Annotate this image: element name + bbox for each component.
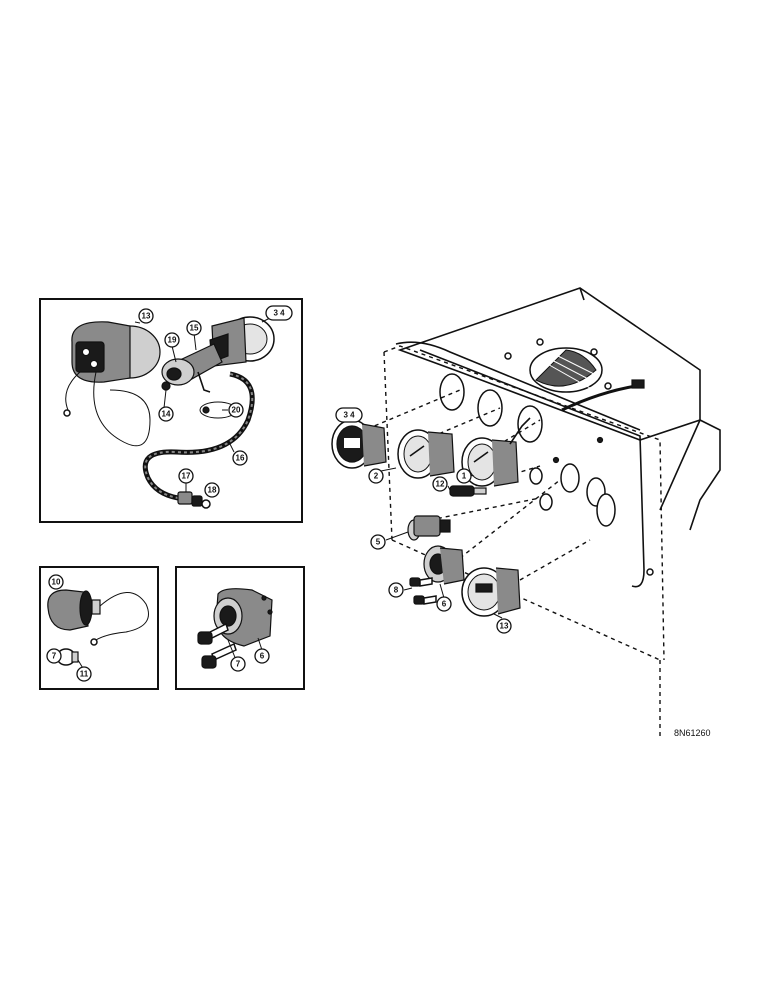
svg-text:14: 14 (162, 410, 171, 419)
panel-light-icon (47, 589, 149, 646)
callout-inset-19: 19 (164, 332, 180, 348)
main-ignition-switch-icon (423, 545, 465, 585)
temperature-gauge-icon (209, 316, 275, 367)
main-gauge-1-icon (461, 417, 531, 487)
svg-text:7: 7 (52, 652, 57, 661)
svg-text:11: 11 (80, 670, 89, 679)
main-key-icon (409, 577, 437, 605)
sender-unit-icon (161, 343, 223, 393)
callout-inset-14: 14 (158, 406, 174, 422)
svg-text:10: 10 (52, 578, 61, 587)
key-icon (197, 622, 237, 669)
callout-main-2: 2 (368, 468, 384, 484)
svg-text:6: 6 (260, 652, 265, 661)
main-gauge-3-4-icon (331, 419, 387, 469)
svg-text:17: 17 (182, 472, 191, 481)
callout-light-10: 10 (48, 574, 64, 590)
callout-inset-18: 18 (204, 482, 220, 498)
callout-inset-15: 15 (186, 320, 202, 336)
callout-inset-3-4: 3 4 (265, 305, 293, 321)
svg-text:2: 2 (374, 472, 379, 481)
inset-panel-light (39, 566, 159, 690)
callout-switch-6: 6 (254, 648, 270, 664)
callout-inset-20: 20 (228, 402, 244, 418)
main-sender-12-icon (449, 485, 487, 497)
svg-text:19: 19 (168, 336, 177, 345)
callout-main-5: 5 (370, 534, 386, 550)
callout-main-1: 1 (456, 468, 472, 484)
svg-text:6: 6 (442, 600, 447, 609)
callout-bulb-7: 7 (46, 648, 62, 664)
callout-main-12: 12 (432, 476, 448, 492)
callout-keys-7: 7 (230, 656, 246, 672)
callout-main-6: 6 (436, 596, 452, 612)
svg-text:5: 5 (376, 538, 381, 547)
svg-text:13: 13 (142, 312, 151, 321)
light-bulb-icon (56, 648, 79, 666)
svg-text:3 4: 3 4 (273, 309, 285, 318)
callout-main-8: 8 (388, 582, 404, 598)
svg-text:12: 12 (436, 480, 445, 489)
callout-main-3-4: 3 4 (335, 407, 363, 423)
instrument-panel-icon (359, 287, 721, 740)
cable-end-fittings-icon (177, 491, 211, 509)
callout-inset-17: 17 (178, 468, 194, 484)
svg-text:13: 13 (500, 622, 509, 631)
main-switch-5-icon (407, 515, 451, 541)
ignition-switch-icon (213, 588, 273, 647)
svg-text:3 4: 3 4 (343, 411, 355, 420)
callout-main-13: 13 (496, 618, 512, 634)
callout-inset-13: 13 (138, 308, 154, 324)
svg-text:15: 15 (190, 324, 199, 333)
svg-text:8: 8 (394, 586, 399, 595)
callout-bulb-11: 11 (76, 666, 92, 682)
svg-text:20: 20 (232, 406, 241, 415)
svg-text:1: 1 (462, 472, 467, 481)
main-hourmeter-icon (461, 567, 521, 617)
svg-text:7: 7 (236, 660, 241, 669)
svg-text:18: 18 (208, 486, 217, 495)
callout-inset-16: 16 (232, 450, 248, 466)
drawing-code: 8N61260 (674, 728, 711, 738)
svg-text:16: 16 (236, 454, 245, 463)
main-gauge-2-icon (397, 429, 455, 479)
hourmeter-gauge-icon (63, 321, 161, 447)
